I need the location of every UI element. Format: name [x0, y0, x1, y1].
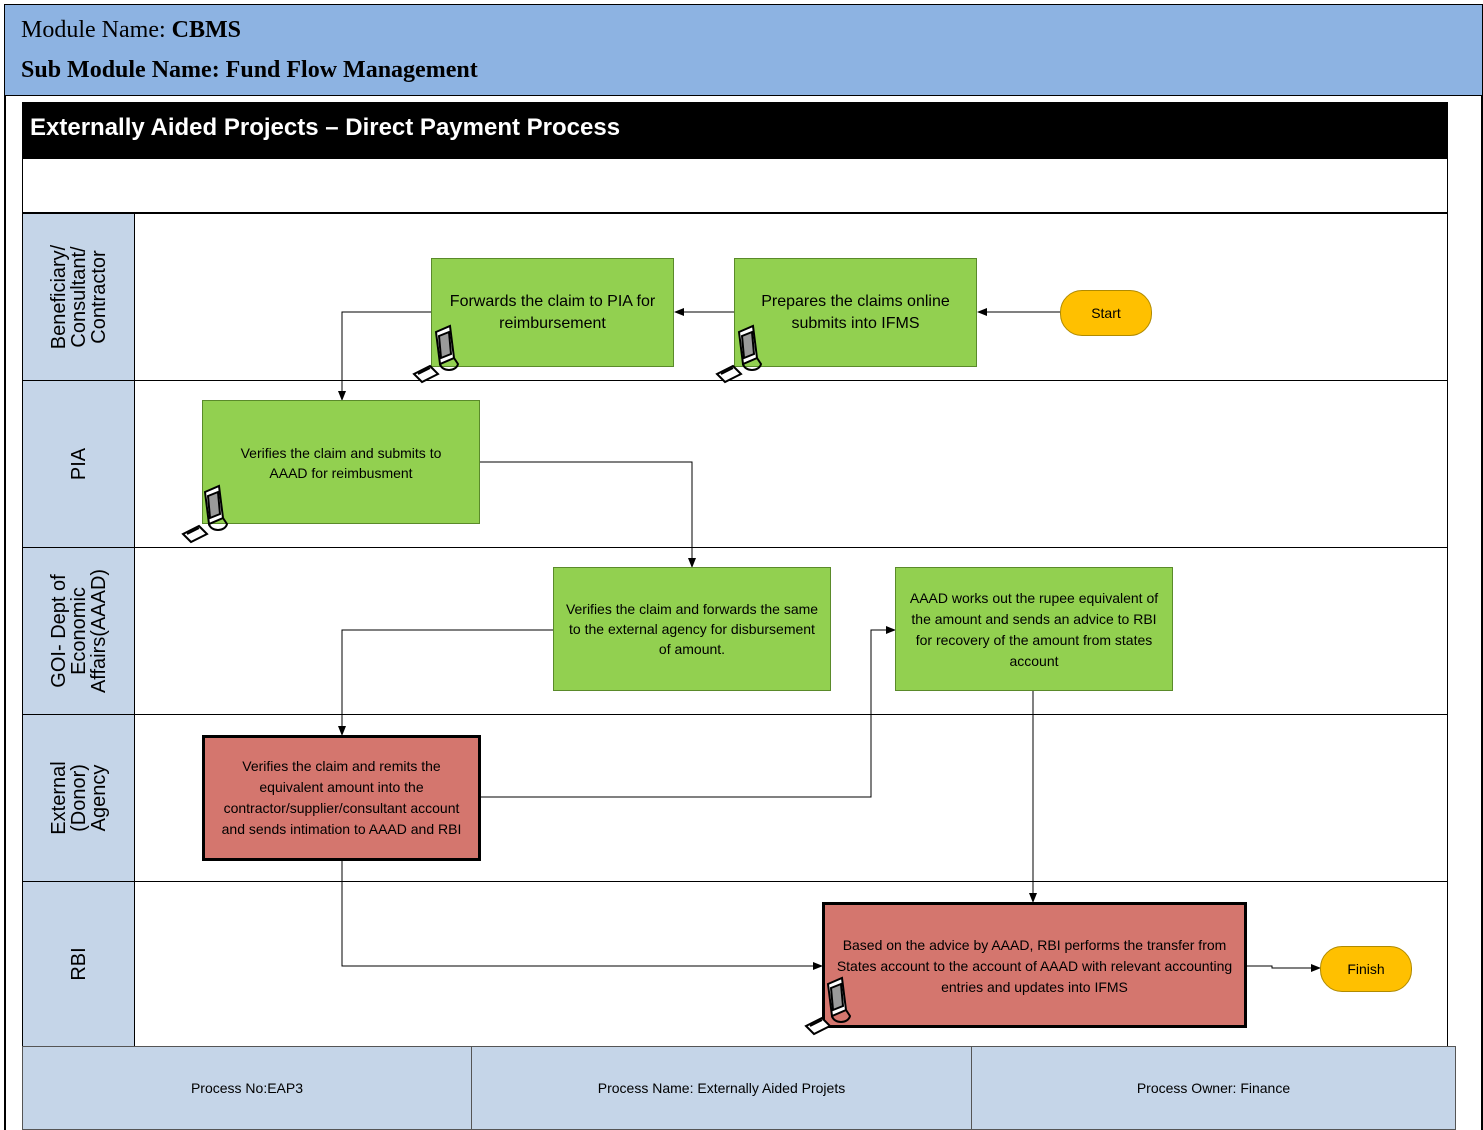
swimlanes: Beneficiary/ Consultant/ Contractor PIA …	[22, 213, 1448, 1047]
lane-label: PIA	[23, 381, 135, 547]
diagram-title: Externally Aided Projects – Direct Payme…	[22, 102, 1448, 158]
lane-pia: PIA	[23, 381, 1447, 548]
frame-left-line	[4, 96, 6, 1130]
arrow-pia-to-aaad	[480, 461, 696, 568]
lane-rbi: RBI	[23, 882, 1447, 1046]
computer-icon	[715, 324, 763, 384]
blank-row	[22, 158, 1448, 213]
arrow-forward-to-pia	[338, 311, 431, 401]
computer-icon	[412, 324, 460, 384]
lane-donor: External (Donor) Agency	[23, 715, 1447, 882]
step-prepare-claims: Prepares the claims online submits into …	[734, 258, 977, 367]
lane-label: Beneficiary/ Consultant/ Contractor	[23, 214, 135, 380]
step-donor-remit: Verifies the claim and remits the equiva…	[202, 735, 481, 861]
step-pia-verify: Verifies the claim and submits to AAAD f…	[202, 400, 480, 524]
lane-beneficiary: Beneficiary/ Consultant/ Contractor	[23, 214, 1447, 381]
arrow-donor-to-rbi	[341, 860, 823, 970]
footer-process-owner: Process Owner: Finance	[971, 1046, 1456, 1130]
lane-label: External (Donor) Agency	[23, 715, 135, 881]
step-aaad-verify: Verifies the claim and forwards the same…	[553, 567, 831, 691]
module-name: Module Name: CBMS	[21, 17, 241, 43]
frame-right-line	[1481, 96, 1483, 1130]
module-header: Module Name: CBMS Sub Module Name: Fund …	[4, 4, 1483, 96]
start-terminal: Start	[1060, 290, 1152, 336]
lane-aaad: GOI- Dept of Economic Affairs(AAAD)	[23, 548, 1447, 715]
arrow-aaad-to-donor	[338, 629, 553, 736]
lane-label: GOI- Dept of Economic Affairs(AAAD)	[23, 548, 135, 714]
footer-process-name: Process Name: Externally Aided Projets	[471, 1046, 972, 1130]
step-forward-claim: Forwards the claim to PIA for reimbursem…	[431, 258, 674, 367]
step-rbi-transfer: Based on the advice by AAAD, RBI perform…	[822, 902, 1247, 1028]
computer-icon	[804, 976, 852, 1036]
computer-icon	[181, 484, 229, 544]
submodule-name: Sub Module Name: Fund Flow Management	[21, 57, 478, 83]
finish-terminal: Finish	[1320, 946, 1412, 992]
step-aaad-rupee-equivalent: AAAD works out the rupee equivalent of t…	[895, 567, 1173, 691]
arrow-rbi-to-finish	[1246, 964, 1321, 972]
arrow-donor-to-rupee	[480, 626, 896, 798]
footer-process-no: Process No:EAP3	[22, 1046, 472, 1130]
lane-label: RBI	[23, 882, 135, 1046]
